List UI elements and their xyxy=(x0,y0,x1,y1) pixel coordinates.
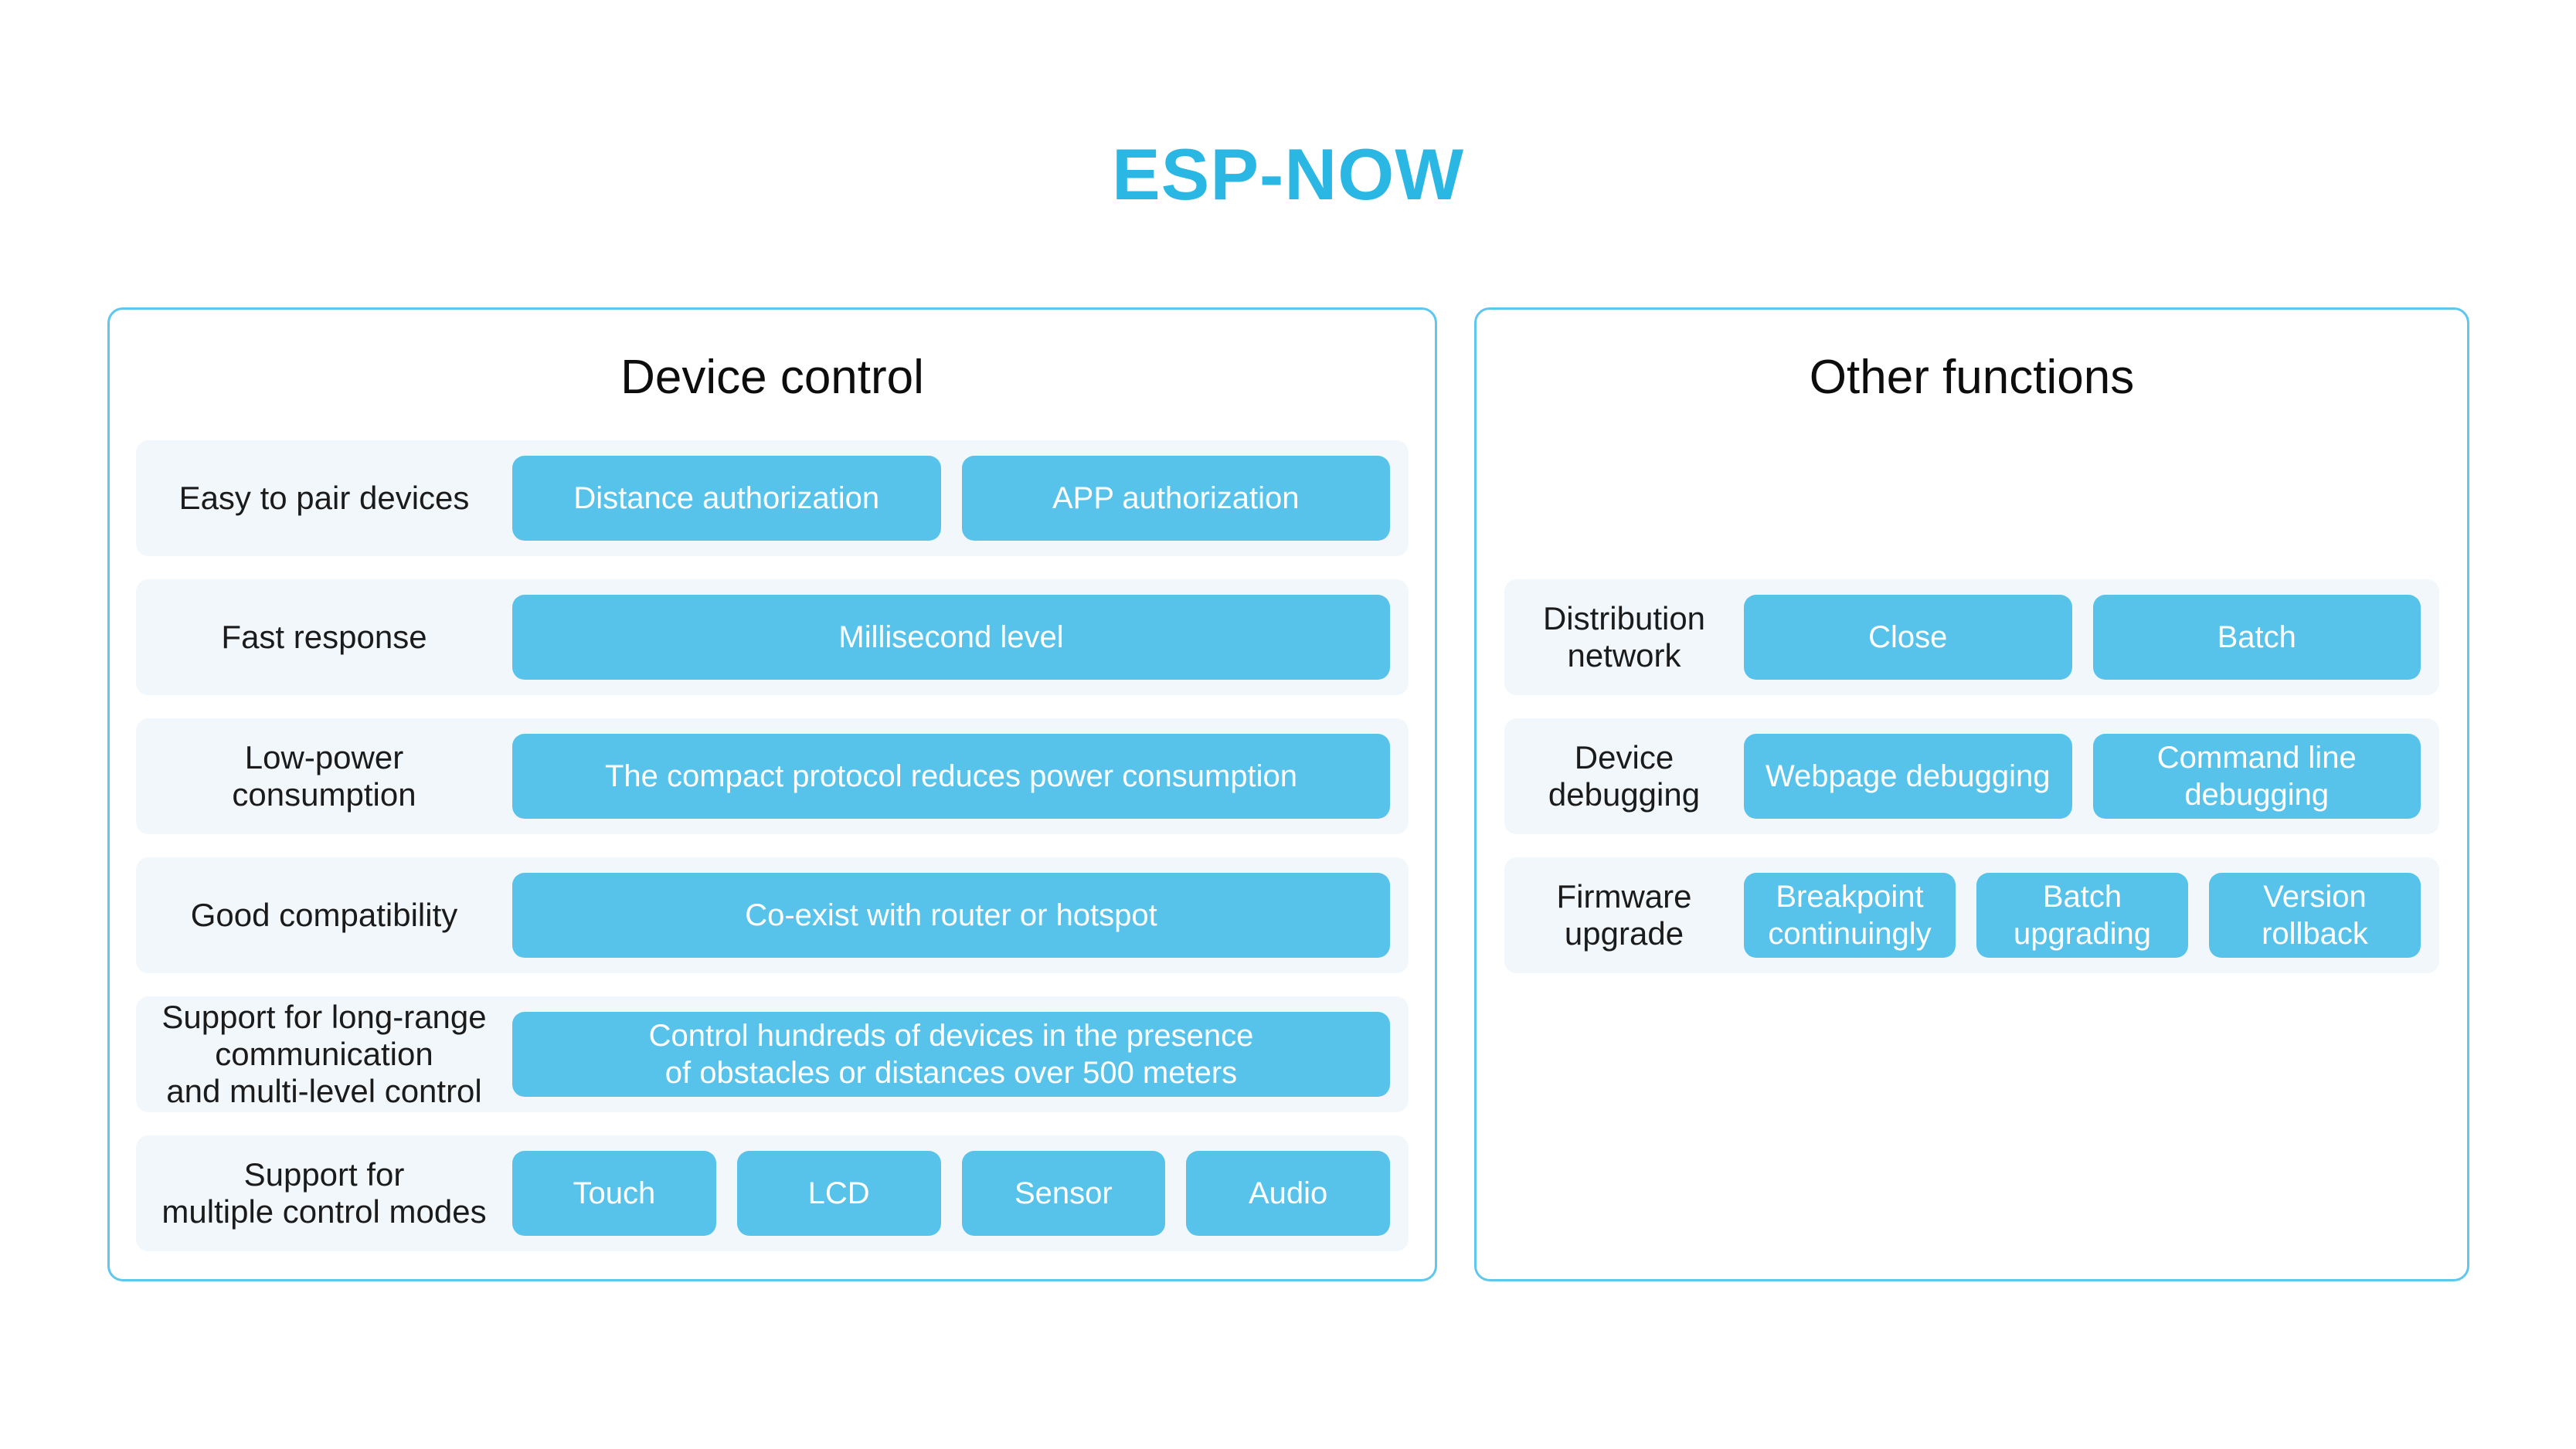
feature-row: Support for long-range communication and… xyxy=(136,996,1409,1112)
feature-row-label: Distribution network xyxy=(1542,599,1706,674)
feature-row-chips: The compact protocol reduces power consu… xyxy=(512,734,1409,819)
feature-chip: Sensor xyxy=(961,1151,1166,1236)
feature-panel: Other functions Distribution network Clo… xyxy=(1474,307,2469,1281)
feature-row-label: Easy to pair devices xyxy=(178,479,470,516)
feature-row-chips: Co-exist with router or hotspot xyxy=(512,873,1409,958)
feature-chip: LCD xyxy=(736,1151,941,1236)
feature-chip: APP authorization xyxy=(961,456,1390,541)
feature-row-label: Support for long-range communication and… xyxy=(161,998,487,1110)
feature-chip: Millisecond level xyxy=(512,595,1390,680)
feature-row: Firmware upgrade Breakpoint continuingly… xyxy=(1504,857,2439,973)
page-title: ESP-NOW xyxy=(1111,134,1465,215)
feature-chip: Version rollback xyxy=(2209,873,2421,958)
feature-row: Good compatibility Co-exist with router … xyxy=(136,857,1409,973)
feature-row: Support for multiple control modes Touch… xyxy=(136,1135,1409,1251)
feature-row-chips: Millisecond level xyxy=(512,595,1409,680)
feature-row: Low-power consumption The compact protoc… xyxy=(136,718,1409,834)
feature-chip: Distance authorization xyxy=(512,456,941,541)
feature-row-label: Device debugging xyxy=(1548,738,1701,813)
feature-row-label: Good compatibility xyxy=(190,896,458,933)
feature-chip: Audio xyxy=(1186,1151,1390,1236)
feature-row: Fast response Millisecond level xyxy=(136,579,1409,695)
feature-chip: Command line debugging xyxy=(2092,734,2421,819)
feature-chip: Batch upgrading xyxy=(1976,873,2188,958)
panel-header: Device control xyxy=(620,351,924,404)
feature-chip: The compact protocol reduces power consu… xyxy=(512,734,1390,819)
feature-chip: Control hundreds of devices in the prese… xyxy=(512,1012,1390,1097)
feature-row-chips: Control hundreds of devices in the prese… xyxy=(512,1012,1409,1097)
panel-header: Other functions xyxy=(1809,351,2135,404)
feature-row-label: Firmware upgrade xyxy=(1556,877,1692,952)
feature-chip: Breakpoint continuingly xyxy=(1744,873,1956,958)
panel-rows: Easy to pair devices Distance authorizat… xyxy=(136,440,1409,1251)
feature-chip: Close xyxy=(1744,595,2072,680)
feature-row-label: Fast response xyxy=(221,618,427,655)
feature-chip: Co-exist with router or hotspot xyxy=(512,873,1390,958)
feature-row: Easy to pair devices Distance authorizat… xyxy=(136,440,1409,556)
feature-row-label: Low-power consumption xyxy=(232,738,416,813)
feature-row-label: Support for multiple control modes xyxy=(161,1155,487,1230)
feature-chip: Batch xyxy=(2092,595,2421,680)
feature-chip: Touch xyxy=(512,1151,716,1236)
feature-panel: Device control Easy to pair devices Dist… xyxy=(107,307,1437,1281)
feature-chip: Webpage debugging xyxy=(1744,734,2072,819)
